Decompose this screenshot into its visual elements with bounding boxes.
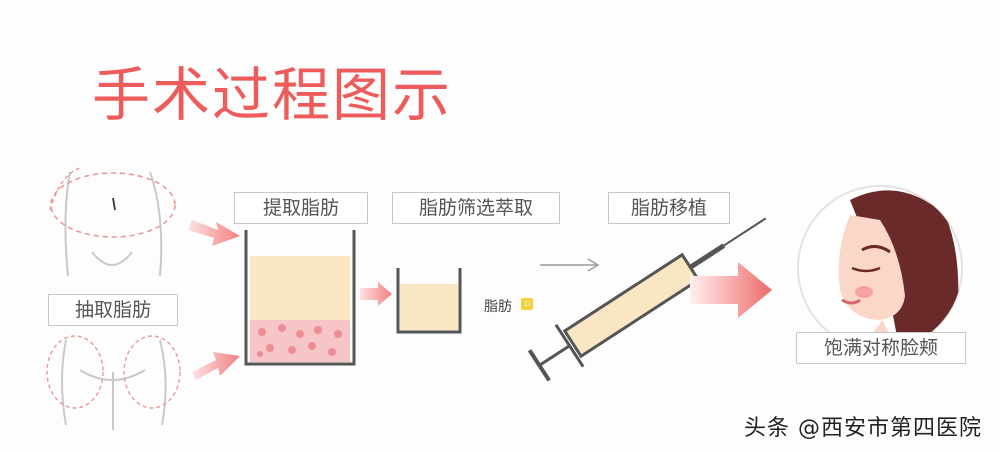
screened-fat-beaker: [396, 268, 462, 334]
arrow-abdomen-to-beaker: [188, 220, 240, 246]
diagram-title: 手术过程图示: [92, 61, 453, 129]
arrow-to-face: [690, 262, 772, 318]
arrow-thigh-to-beaker: [192, 352, 240, 380]
abdomen-illustration: [49, 167, 176, 277]
label-suction-fat: 抽取脂肪: [48, 294, 178, 326]
thin-arrow: [540, 258, 600, 272]
label-extract-fat: 提取脂肪: [234, 192, 368, 224]
thigh-illustration: [46, 335, 181, 430]
label-screen-fat: 脂肪筛选萃取: [392, 192, 560, 224]
syringe-illustration: [527, 217, 767, 382]
fat-tag-icon: ▫: [521, 298, 533, 310]
fat-label: 脂肪: [484, 299, 512, 315]
arrow-to-small-beaker: [360, 282, 392, 306]
face-illustration: [797, 185, 963, 351]
extraction-beaker: [244, 230, 356, 366]
watermark: 头条 @西安市第四医院: [744, 416, 982, 441]
label-transplant-fat: 脂肪移植: [608, 192, 730, 224]
label-full-cheeks: 饱满对称脸颊: [796, 332, 966, 364]
